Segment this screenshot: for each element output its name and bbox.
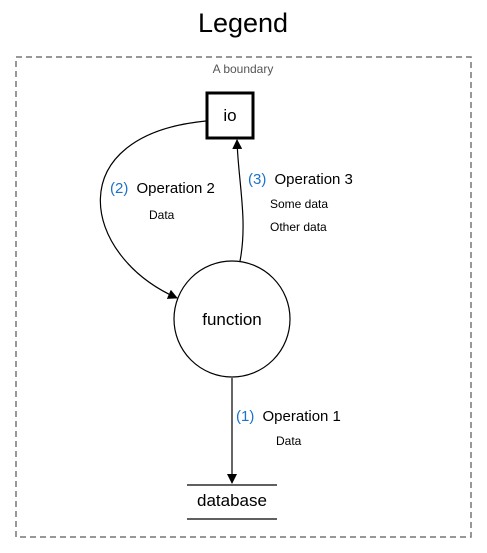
io-node-label: io	[223, 106, 236, 125]
flow-3-data-1: Some data	[270, 197, 328, 211]
flow-2-label: (2) Operation 2	[110, 180, 215, 197]
flow-3-arrow	[232, 139, 244, 262]
flow-2-arrow	[99, 120, 207, 299]
diagram-title: Legend	[198, 8, 288, 38]
database-node-label: database	[197, 491, 267, 510]
flow-1-label: (1) Operation 1	[236, 408, 341, 425]
flow-3-name: Operation 3	[275, 171, 353, 188]
boundary-label: A boundary	[213, 62, 274, 76]
flow-1-name: Operation 1	[263, 408, 341, 425]
flow-3-data-2: Other data	[270, 220, 327, 234]
flow-2-data: Data	[149, 208, 175, 222]
io-node	[205, 91, 255, 140]
function-node-label: function	[202, 310, 262, 329]
trust-boundary	[15, 56, 472, 538]
function-node	[173, 260, 291, 378]
flow-2-number: (2)	[110, 180, 128, 197]
flow-3-label: (3) Operation 3	[248, 171, 353, 188]
flow-1-data: Data	[276, 434, 302, 448]
flow-1-number: (1)	[236, 408, 254, 425]
flow-2-name: Operation 2	[137, 180, 215, 197]
flow-3-number: (3)	[248, 171, 266, 188]
